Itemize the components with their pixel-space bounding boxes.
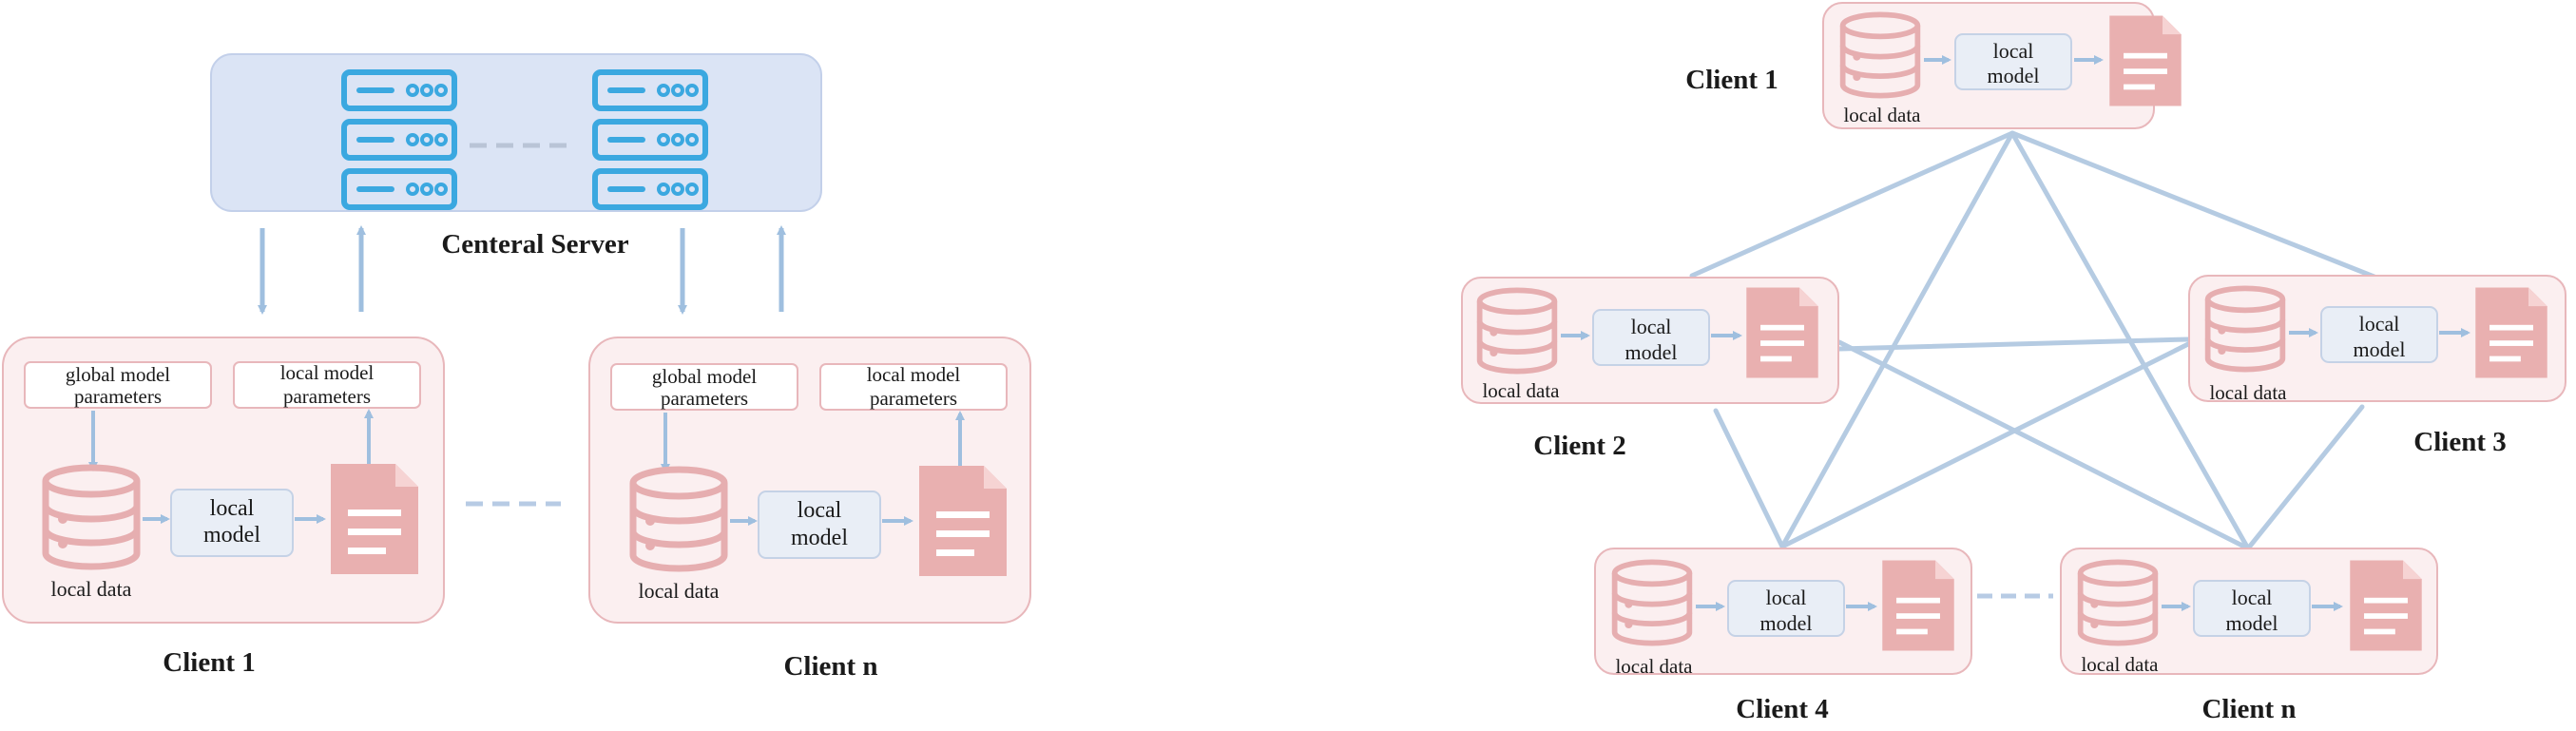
document-icon: [2350, 560, 2422, 651]
local-model-box: [1954, 33, 2072, 90]
local-params-label: local model: [867, 363, 961, 386]
central-server-box: [210, 53, 822, 212]
local-data-label: local data: [1482, 379, 1560, 402]
client-box: local model local data: [2188, 275, 2566, 404]
global-params-box: [24, 361, 212, 409]
document-icon: [1882, 560, 1954, 651]
local-data-label: local data: [639, 579, 720, 603]
local-model-box: [2320, 306, 2438, 363]
edge: [1713, 408, 1785, 549]
local-params-box: [233, 361, 421, 409]
local-model-label: local: [1993, 39, 2034, 63]
right-panel: local model local data Client 1 local mo…: [1461, 2, 2566, 724]
local-model-label: model: [2226, 611, 2278, 635]
local-model-label: local: [2232, 586, 2273, 609]
local-model-label: model: [791, 526, 848, 550]
document-icon: [919, 466, 1007, 576]
peer-connections: [1689, 130, 2379, 551]
local-data-label: local data: [2081, 653, 2159, 676]
client-label: Client 1: [163, 647, 255, 678]
client-label: Client 4: [1736, 694, 1828, 724]
local-params-label: parameters: [870, 387, 957, 410]
document-icon: [1746, 287, 1818, 378]
edge: [1836, 337, 2191, 352]
local-model-label: model: [203, 523, 260, 548]
local-model-label: local: [1766, 586, 1807, 609]
local-data-label: local data: [2209, 381, 2287, 404]
left-panel: Centeral Server global model parameters …: [2, 53, 1031, 682]
server-label: Centeral Server: [441, 229, 628, 260]
edge: [2009, 130, 2379, 280]
local-model-label: local: [798, 498, 842, 523]
edge: [1779, 130, 2015, 549]
local-data-label: local data: [1615, 655, 1693, 678]
client-box: local model local data: [1461, 277, 1839, 404]
global-params-box: [610, 363, 798, 411]
local-model-box: [170, 489, 294, 557]
local-params-label: parameters: [283, 385, 371, 408]
local-params-label: local model: [280, 361, 375, 384]
document-icon: [331, 464, 418, 574]
local-model-label: model: [1625, 340, 1678, 364]
local-model-box: [2193, 580, 2311, 637]
edge: [1689, 130, 2015, 279]
local-params-box: [819, 363, 1008, 411]
client-label: Client 3: [2413, 427, 2506, 457]
client-label: Client 2: [1533, 431, 1625, 461]
client-box: global model parameters local model para…: [2, 337, 445, 624]
client-label: Client n: [783, 651, 877, 682]
local-model-label: local: [210, 496, 255, 521]
client-box: local model local data: [1822, 2, 2182, 129]
edge: [1779, 341, 2191, 549]
document-icon: [2475, 287, 2547, 378]
client-box: local model local data: [2060, 548, 2438, 676]
client-label: Client 1: [1685, 65, 1778, 95]
local-model-box: [1727, 580, 1845, 637]
local-data-label: local data: [1843, 104, 1921, 126]
local-data-label: local data: [51, 577, 132, 601]
edge: [2245, 404, 2365, 551]
local-model-label: local: [1631, 315, 1672, 338]
local-model-label: local: [2359, 312, 2400, 336]
client-label: Client n: [2201, 694, 2296, 724]
local-model-label: model: [1760, 611, 1813, 635]
global-params-label: global model: [66, 363, 170, 386]
document-icon: [2109, 15, 2182, 106]
global-params-label: parameters: [74, 385, 162, 408]
local-model-box: [1592, 309, 1710, 366]
edge: [1836, 339, 2251, 551]
client-box: local model local data: [1594, 548, 1972, 678]
local-model-label: model: [1988, 64, 2040, 87]
global-params-label: global model: [652, 365, 757, 388]
local-model-label: model: [2354, 337, 2406, 361]
client-box: global model parameters local model para…: [588, 337, 1031, 624]
local-model-box: [758, 491, 881, 559]
global-params-label: parameters: [661, 387, 748, 410]
